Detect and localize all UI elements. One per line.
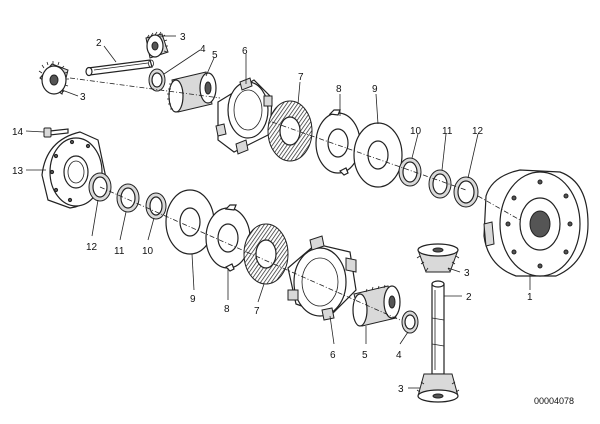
bevel-gear-bottom	[416, 373, 460, 403]
spring-disc-top	[353, 122, 403, 188]
callout-4-bottom: 4	[396, 350, 402, 361]
differential-housing	[483, 169, 589, 277]
callout-3-bottom-right: 3	[464, 268, 470, 279]
callout-labels: 2 3 3 4 5 6 7 8 9 10 11 12 14 13 12 11 1…	[12, 32, 533, 395]
callout-leaders	[25, 35, 531, 389]
bolt	[43, 127, 69, 138]
clutch-housing-bottom	[287, 235, 357, 321]
callout-6-bottom: 6	[330, 350, 336, 361]
shim-top	[398, 157, 422, 187]
callout-11-top: 11	[442, 126, 453, 137]
callout-6-top: 6	[242, 46, 248, 57]
thrust-washer-top	[148, 68, 166, 92]
callout-7-bottom: 7	[254, 306, 260, 317]
callout-2-top: 2	[96, 38, 102, 49]
shim-top-2	[428, 169, 452, 199]
thrust-washer-bottom	[401, 310, 419, 334]
bevel-gear-top-right	[145, 31, 169, 59]
callout-3-top-right: 3	[180, 32, 186, 43]
callout-14: 14	[12, 127, 24, 138]
cross-shaft-top	[85, 59, 154, 77]
shim-bottom-11	[116, 183, 140, 213]
side-gear-top	[167, 71, 217, 113]
callout-1: 1	[527, 292, 533, 303]
friction-disc-bottom	[243, 223, 289, 285]
friction-disc-top	[267, 100, 313, 162]
callout-10-top: 10	[410, 126, 422, 137]
callout-2-bottom: 2	[466, 292, 472, 303]
callout-8-top: 8	[336, 84, 342, 95]
callout-12-top: 12	[472, 126, 484, 137]
callout-12-bottom: 12	[86, 242, 98, 253]
callout-9-top: 9	[372, 84, 378, 95]
callout-3-bottom: 3	[398, 384, 404, 395]
callout-13: 13	[12, 166, 24, 177]
axis-lines	[69, 77, 521, 321]
steel-plate-top	[315, 109, 361, 176]
callout-4-top: 4	[200, 44, 206, 55]
callout-3-top-left: 3	[80, 92, 86, 103]
clutch-housing-top	[215, 77, 273, 155]
cross-shaft-bottom	[431, 280, 445, 375]
callout-5-top: 5	[212, 50, 218, 61]
side-gear-bottom	[352, 284, 401, 327]
callout-8-bottom: 8	[224, 304, 230, 315]
steel-plate-bottom	[205, 204, 251, 272]
shim-top-3	[453, 176, 479, 208]
bevel-gear-top-left	[38, 61, 69, 95]
callout-7-top: 7	[298, 72, 304, 83]
bevel-gear-bottom-right	[416, 243, 460, 273]
shim-bottom-10	[145, 192, 167, 220]
callout-5-bottom: 5	[362, 350, 368, 361]
callout-11-bottom: 11	[114, 246, 125, 257]
drawing-reference-number: 00004078	[534, 396, 574, 406]
callout-10-bottom: 10	[142, 246, 154, 257]
callout-9-bottom: 9	[190, 294, 196, 305]
